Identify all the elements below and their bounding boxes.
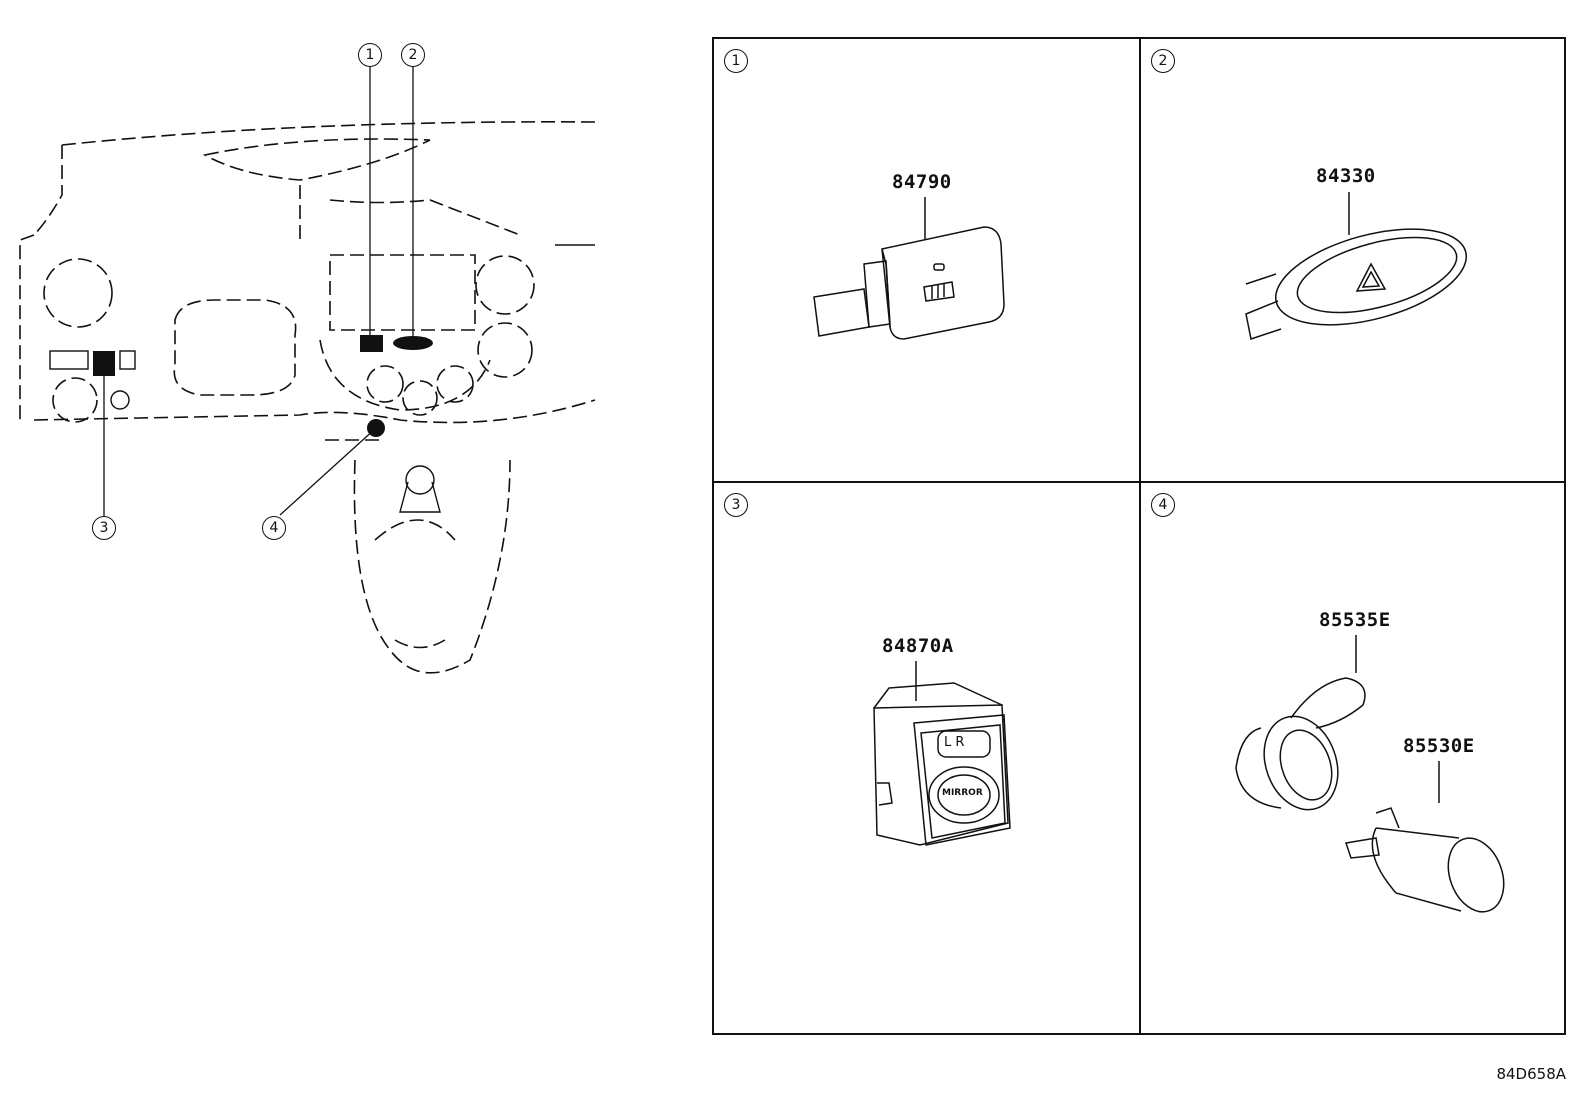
grid-divider-horizontal xyxy=(714,481,1564,483)
hazard-switch-drawing xyxy=(1245,192,1468,340)
callout-2: 2 xyxy=(401,43,425,67)
part-number-84870a: 84870A xyxy=(882,635,954,657)
cell-defogger-switch: 1 84790 xyxy=(714,39,1139,481)
part-number-85530e: 85530E xyxy=(1403,735,1475,757)
power-outlet-drawing xyxy=(1235,635,1505,913)
cell-number: 2 xyxy=(1151,49,1175,73)
figure-code: 84D658A xyxy=(1496,1065,1566,1083)
dashboard-drawing xyxy=(19,67,596,674)
cell-hazard-switch: 2 84330 xyxy=(1141,39,1566,481)
dashboard-overview: 1 2 3 4 xyxy=(0,0,640,700)
part-number-84790: 84790 xyxy=(892,171,952,193)
parts-grid: 1 84790 2 84330 xyxy=(712,37,1566,1035)
cell-number: 3 xyxy=(724,493,748,517)
mirror-switch-drawing xyxy=(873,661,1011,846)
lr-select-label: L R xyxy=(944,735,965,750)
callout-4: 4 xyxy=(262,516,286,540)
cell-number: 1 xyxy=(724,49,748,73)
cell-power-outlet: 4 85535E 85530E xyxy=(1141,483,1566,1035)
defogger-switch-drawing xyxy=(813,197,1005,340)
part-number-85535e: 85535E xyxy=(1319,609,1391,631)
grid-divider-vertical xyxy=(1139,39,1141,1033)
cell-number: 4 xyxy=(1151,493,1175,517)
cell-mirror-switch: 3 84870A L R MIRROR xyxy=(714,483,1139,1035)
callout-3: 3 xyxy=(92,516,116,540)
mirror-adjust-label: MIRROR xyxy=(942,788,983,798)
part-number-84330: 84330 xyxy=(1316,165,1376,187)
callout-1: 1 xyxy=(358,43,382,67)
